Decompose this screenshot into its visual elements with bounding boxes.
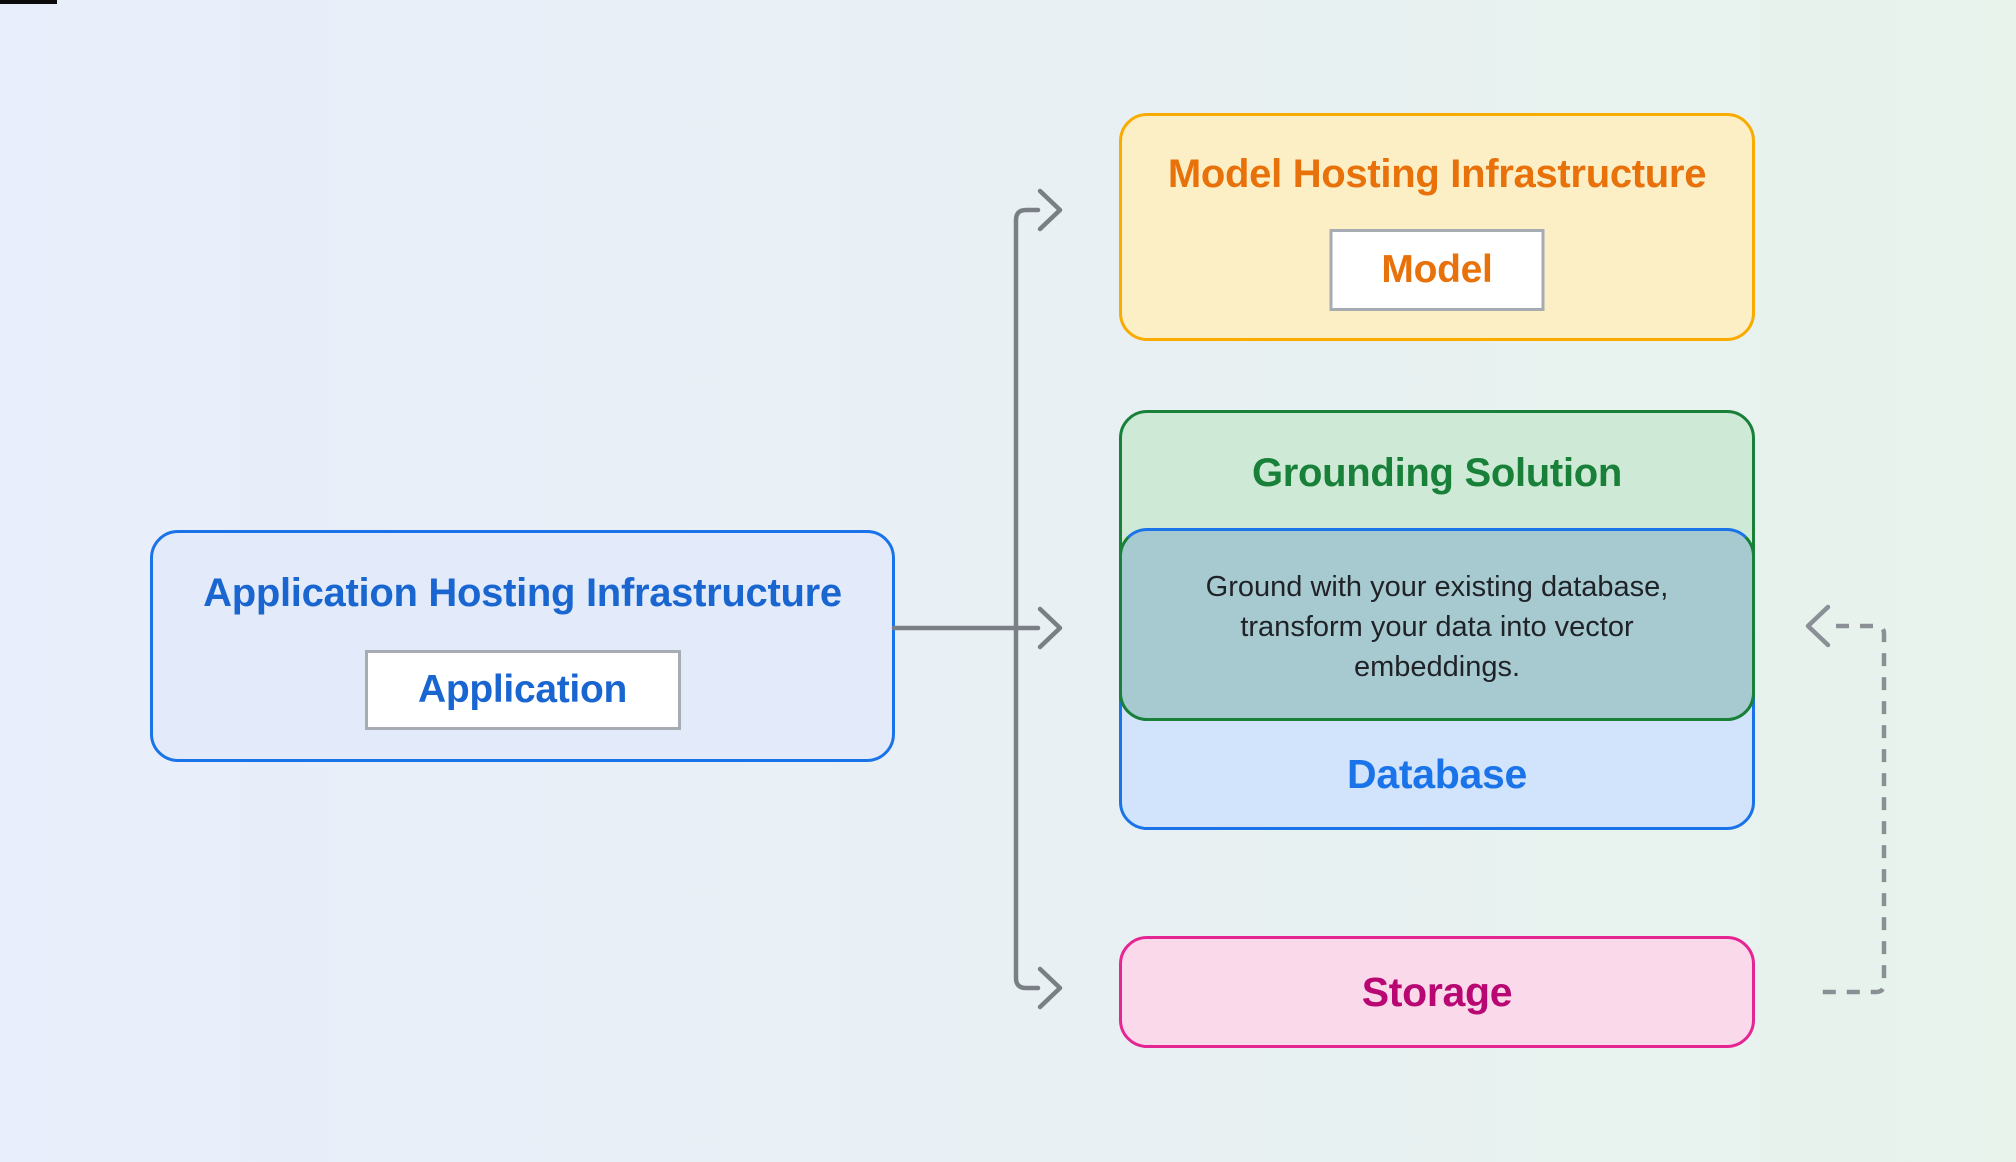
grounding-description-line: embeddings. <box>1353 650 1521 683</box>
grounding-solution-title: Grounding Solution <box>1251 451 1623 495</box>
application-chip-label: Application <box>417 668 628 711</box>
arrowhead-to-storage-icon <box>1037 966 1063 1010</box>
connector-trunk <box>1013 207 1041 991</box>
storage-label: Storage <box>1361 968 1513 1015</box>
dashed-arrowhead-left-icon <box>1805 604 1831 648</box>
application-hosting-title: Application Hosting Infrastructure <box>203 571 842 615</box>
database-label: Database <box>1347 750 1527 797</box>
storage-box: Storage <box>1119 936 1755 1048</box>
model-chip-label: Model <box>1381 248 1493 291</box>
model-chip: Model <box>1329 229 1545 311</box>
screen-corner-artifact <box>0 0 57 4</box>
grounding-description-line: transform your data into vector <box>1240 610 1634 643</box>
arrowhead-to-model-icon <box>1037 188 1063 232</box>
model-hosting-box: Model Hosting Infrastructure Model <box>1119 113 1755 341</box>
grounding-description-line: Ground with your existing database, <box>1205 570 1669 603</box>
model-hosting-title: Model Hosting Infrastructure <box>1167 152 1707 196</box>
arrowhead-to-grounding-icon <box>1037 606 1063 650</box>
application-chip: Application <box>364 650 681 730</box>
dashed-feedback-connector <box>1812 623 1887 995</box>
grounding-description-box: Ground with your existing database, tran… <box>1119 528 1755 721</box>
application-hosting-box: Application Hosting Infrastructure Appli… <box>150 530 895 762</box>
